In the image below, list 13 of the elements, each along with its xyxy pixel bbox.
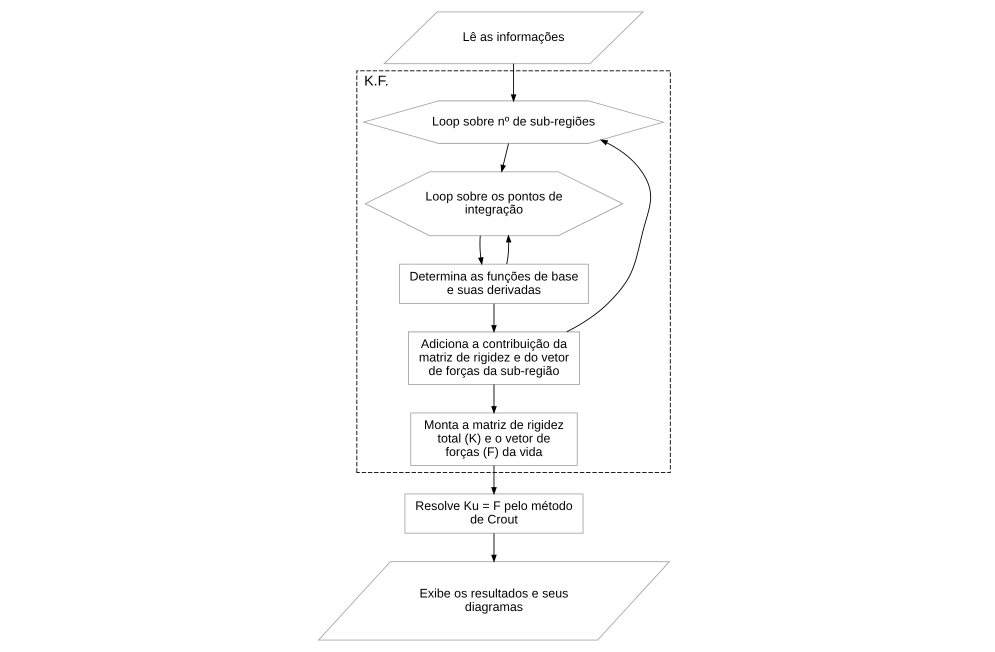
arrow — [510, 63, 516, 102]
arrow — [500, 143, 508, 173]
node-box: Resolve Ku = F pelo método de Crout — [404, 494, 583, 534]
node-box: Adiciona a contribuição da matriz de rigidez e do vetor de forças da sub-região — [408, 331, 580, 385]
arrow — [490, 303, 496, 334]
arrow — [490, 532, 496, 563]
arrow — [566, 139, 651, 332]
arrow — [490, 465, 496, 496]
arrow — [505, 234, 511, 264]
node-box: Monta a matriz de rigidez total (K) e o vetor de forças (F) da vida — [410, 412, 578, 466]
arrow — [477, 235, 483, 266]
node-box: Determina as funções de base e suas derivadas — [398, 264, 588, 304]
arrow — [490, 384, 496, 414]
